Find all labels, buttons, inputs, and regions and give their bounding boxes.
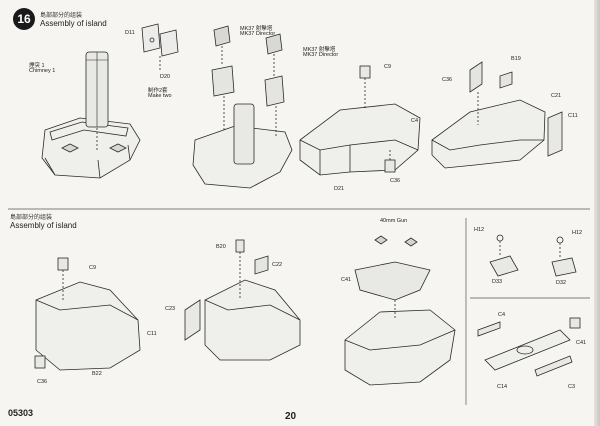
island-block-upper-right [431, 61, 563, 169]
label-make-two-en: Make two [148, 93, 172, 99]
lower-title-english: Assembly of island [10, 221, 77, 230]
product-code: 05303 [8, 408, 34, 418]
platform-parts-c3-c4-c14-c41 [477, 317, 581, 377]
label-c23-low: C23 [165, 306, 176, 312]
label-mk37-cn: MK37 射擊塔 [240, 26, 273, 32]
label-mk37-en: MK37 Director [240, 31, 276, 37]
label-c4-right: C4 [498, 312, 506, 318]
label-d33: D33 [492, 279, 503, 285]
label-c36-low: C36 [37, 379, 48, 385]
island-base-with-directors [192, 25, 293, 189]
label-c11-low: C11 [147, 331, 157, 337]
page-number: 20 [285, 411, 297, 422]
parts-d11-d20 [141, 23, 179, 72]
label-b19-top: B19 [511, 56, 521, 62]
page-edge-shadow [594, 0, 600, 426]
label-b22-low: B22 [92, 371, 102, 377]
label-mk37-en-b: MK37 Director [303, 52, 339, 58]
label-d11: D11 [125, 30, 135, 36]
label-c36-top: C36 [390, 178, 401, 184]
label-make-two-cn: 制作2套 [148, 88, 168, 94]
label-d32: D32 [556, 280, 567, 286]
island-block-upper-mid [299, 65, 421, 176]
step-number-badge: 16 [13, 8, 35, 30]
label-c9-low: C9 [89, 265, 97, 271]
label-mk37-cn-b: MK37 射擊塔 [303, 47, 336, 53]
island-block-lower-left [34, 257, 141, 371]
label-c11-top: C11 [568, 113, 578, 119]
title-chinese: 島部部分的组装 [40, 13, 83, 19]
lower-title-chinese: 島部部分的组装 [10, 215, 53, 221]
label-c3-right: C3 [568, 384, 576, 390]
island-base-with-chimney [41, 51, 141, 179]
label-chimney-en: Chimney 1 [29, 68, 56, 74]
label-d21-top: D21 [334, 186, 345, 192]
label-b20-low: B20 [216, 244, 226, 250]
label-d20: D20 [160, 74, 171, 80]
label-c4-top: C4 [411, 118, 419, 124]
label-c36-top2: C36 [442, 77, 453, 83]
label-40mm-gun: 40mm Gun [380, 218, 408, 224]
label-h12-a: H12 [474, 227, 485, 233]
label-c14-right: C14 [497, 384, 508, 390]
label-c41-right: C41 [576, 340, 587, 346]
label-c9-top: C9 [384, 64, 392, 70]
label-h12-b: H12 [572, 230, 583, 236]
label-c41-low: C41 [341, 277, 352, 283]
label-chimney-cn: 煙突 1 [29, 63, 45, 69]
label-c21-top: C21 [551, 93, 562, 99]
island-block-lower-center [184, 239, 301, 361]
small-parts-d32-d33 [489, 234, 577, 277]
title-english: Assembly of island [40, 19, 107, 28]
label-c22-low: C22 [272, 262, 283, 268]
island-block-lower-gun [344, 235, 456, 386]
